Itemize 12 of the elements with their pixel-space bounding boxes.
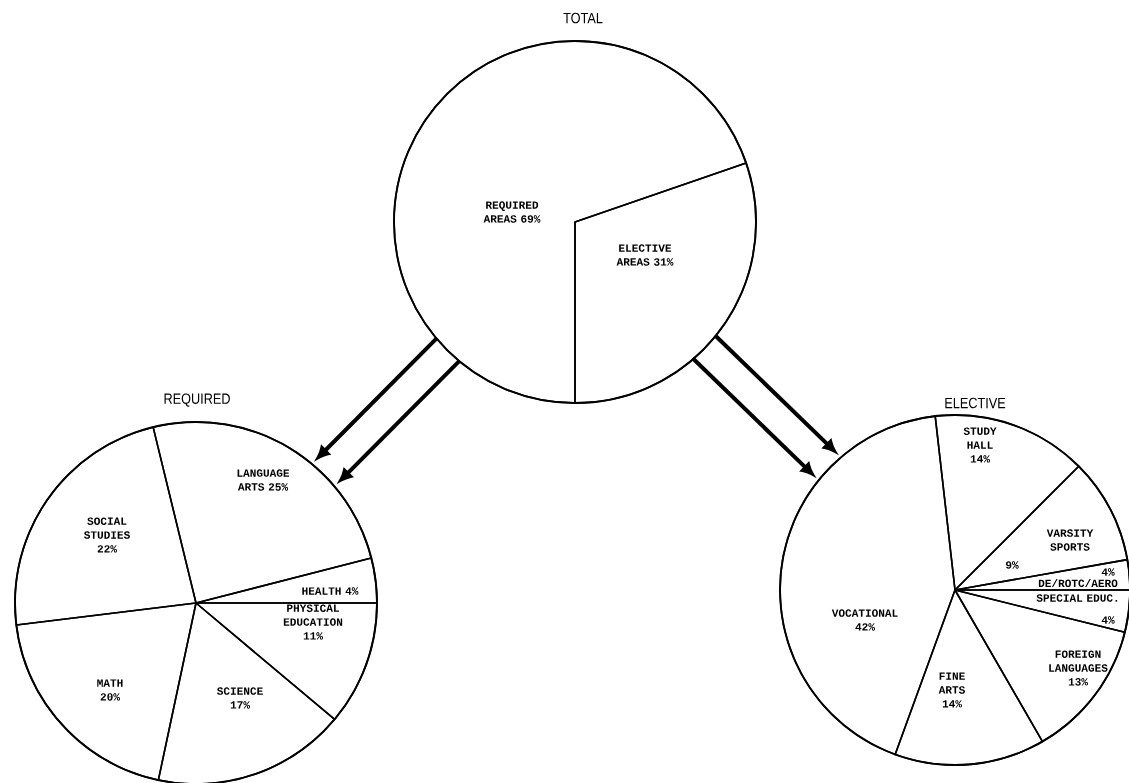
arrow: [339, 359, 462, 482]
arrow: [691, 356, 814, 476]
pie-slice: ELECTIVE AREAS 31%: [574, 162, 757, 404]
pie-slice: SPECIAL EDUC. 4%: [954, 589, 1129, 634]
pie-slice: MATH 20%: [15, 602, 197, 781]
node-label: REQUIRED: [164, 393, 230, 407]
arrow: [316, 336, 439, 459]
node-label: TOTAL: [563, 12, 603, 24]
pie-slice: HEALTH 4%: [195, 557, 378, 604]
arrow: [713, 333, 836, 453]
node-label: ELECTIVE: [945, 397, 1006, 409]
pie-slice: SOCIAL STUDIES 22%: [14, 426, 197, 626]
